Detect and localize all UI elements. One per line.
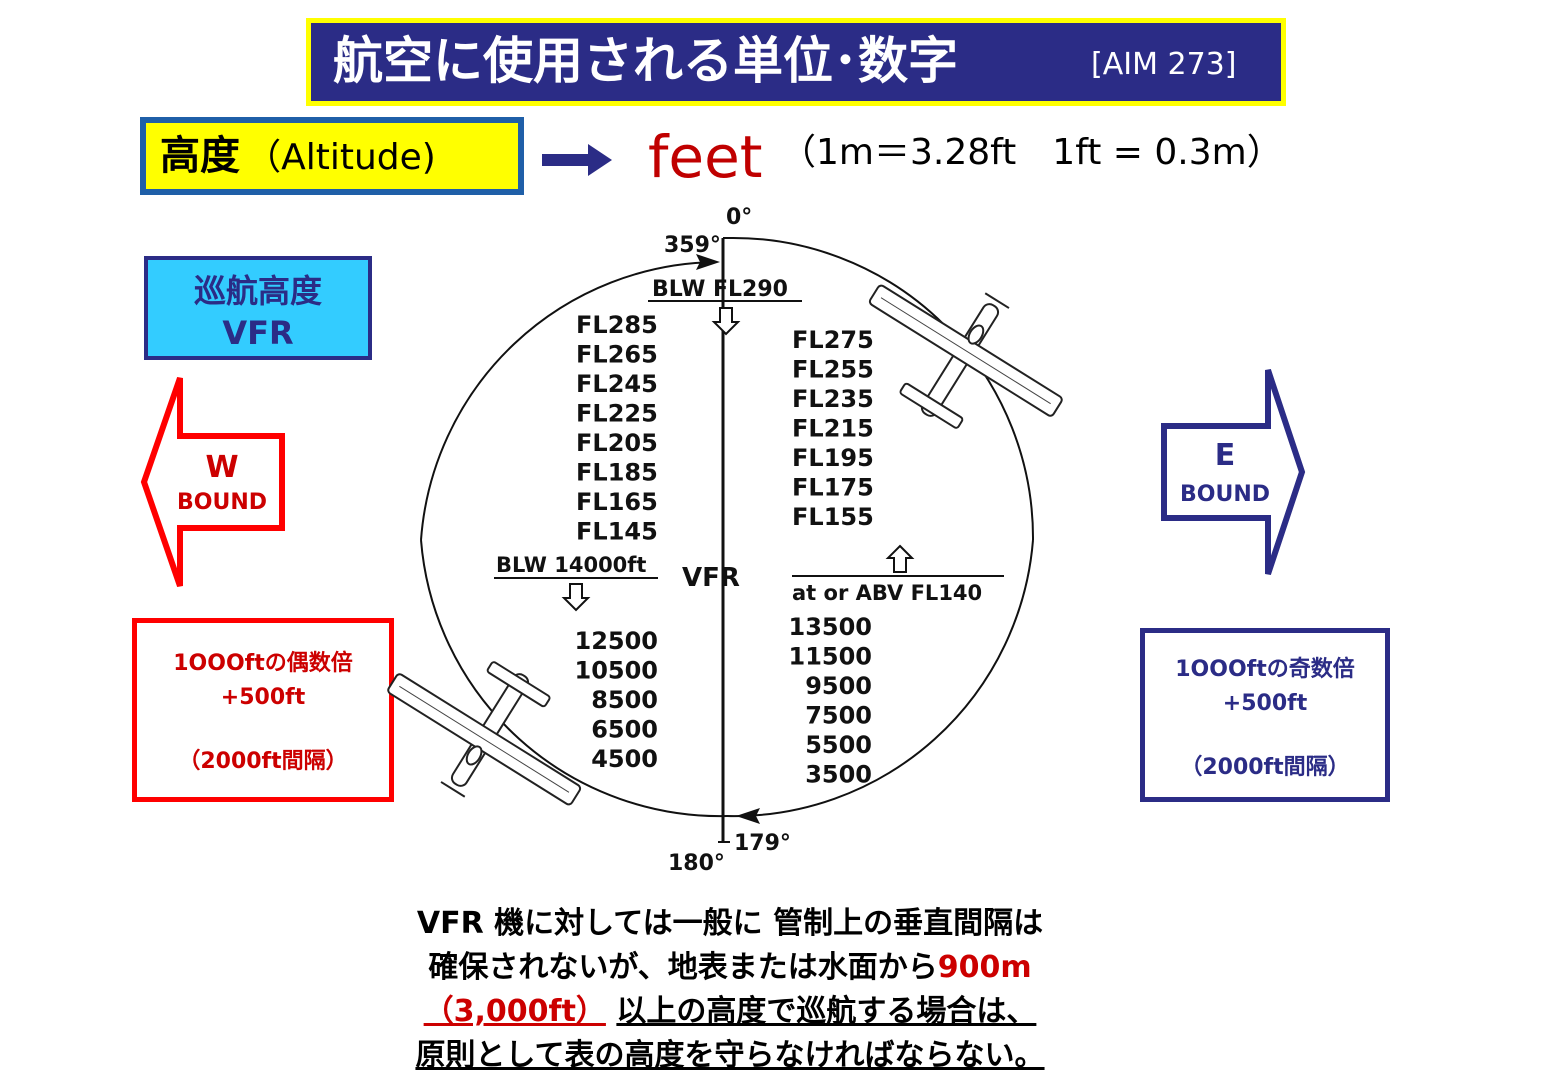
center-vfr-label: VFR	[682, 563, 740, 593]
west-bound-arrow-icon	[140, 377, 285, 587]
altitude-west-high-0: FL285	[576, 311, 658, 339]
note-line-3: （3,000ft） 以上の高度で巡航する場合は、	[250, 990, 1210, 1034]
cruise-altitude-title: 巡航高度	[193, 272, 322, 310]
east-rule-odd: 1OOOftの奇数倍	[1175, 657, 1355, 682]
heading-179: 179°	[734, 831, 791, 856]
altitude-east-low-4: 5500	[805, 731, 872, 759]
east-rule-plus: +500ft	[1222, 691, 1308, 716]
note-line-3-3000ft: （3,000ft）	[423, 994, 606, 1029]
altitude-west-high-2: FL245	[576, 370, 658, 398]
aim-reference: [AIM 273]	[1091, 47, 1237, 82]
altitude-west-low-1: 10500	[575, 657, 659, 685]
altitude-east-high-0: FL275	[792, 326, 874, 354]
page-title: 航空に使用される単位･数字	[333, 32, 958, 90]
altitude-west-low-2: 8500	[591, 686, 658, 714]
altitude-east-low-3: 7500	[805, 702, 872, 730]
west-rule-plus: +500ft	[220, 685, 306, 710]
altitude-unit: feet	[648, 123, 763, 191]
west-direction: W	[205, 450, 239, 485]
altitude-east-high-1: FL255	[792, 356, 874, 384]
altitude-west-high-5: FL185	[576, 459, 658, 487]
heading-359: 359°	[664, 233, 721, 258]
vfr-altitude-diagram: 0° 359° 179° 180° BLW FL290 FL285FL265FL…	[387, 205, 1063, 876]
altitude-west-low-4: 4500	[591, 745, 658, 773]
down-arrow-icon	[711, 307, 741, 336]
east-rule-box: 1OOOftの奇数倍 +500ft （2000ft間隔）	[1140, 628, 1390, 802]
title-banner: 航空に使用される単位･数字 [AIM 273]	[306, 18, 1286, 106]
down-arrow-icon	[561, 583, 591, 612]
altitude-west-high-1: FL265	[576, 341, 658, 369]
altitude-east-high-6: FL155	[792, 503, 874, 531]
east-bound-arrow-icon	[1161, 369, 1306, 575]
label-blw-fl290: BLW FL290	[652, 277, 788, 302]
note-line-2-text: 確保されないが、地表または水面から	[428, 950, 938, 985]
heading-arrow-179-icon	[736, 808, 760, 824]
cruise-altitude-box: 巡航高度 VFR	[144, 256, 372, 360]
west-rule-box: 1OOOftの偶数倍 +500ft （2000ft間隔）	[132, 618, 394, 802]
altitude-label-kanji: 高度	[160, 133, 240, 179]
altitude-east-high-5: FL175	[792, 474, 874, 502]
compass-arc-sw	[420, 539, 728, 818]
east-bound-label: BOUND	[1179, 482, 1270, 507]
altitude-east-low-0: 13500	[789, 613, 873, 641]
heading-0: 0°	[726, 205, 752, 230]
east-direction: E	[1214, 438, 1236, 473]
west-bound-label: BOUND	[176, 490, 267, 515]
note-line-2: 確保されないが、地表または水面から900m	[250, 946, 1210, 990]
west-rule-interval: （2000ft間隔）	[178, 749, 348, 774]
cruise-altitude-vfr: VFR	[222, 314, 294, 352]
altitude-west-low-0: 12500	[575, 627, 659, 655]
altitude-east-low-1: 11500	[789, 643, 873, 671]
altitude-east-low-2: 9500	[805, 672, 872, 700]
altitude-label-english: （Altitude)	[245, 137, 436, 178]
right-arrow-icon	[542, 144, 612, 176]
vfr-note: VFR 機に対しては一般に 管制上の垂直間隔は 確保されないが、地表または水面か…	[250, 902, 1210, 1078]
altitude-east-high-3: FL215	[792, 415, 874, 443]
altitude-west-high-4: FL205	[576, 429, 658, 457]
heading-arrow-359-icon	[696, 254, 720, 270]
compass-arc-nw	[420, 261, 717, 541]
altitude-west-high-3: FL225	[576, 400, 658, 428]
note-line-1: VFR 機に対しては一般に 管制上の垂直間隔は	[416, 906, 1044, 941]
altitude-east-low-5: 3500	[805, 761, 872, 789]
airplane-sw-icon	[387, 661, 582, 806]
altitude-east-high-4: FL195	[792, 444, 874, 472]
airplane-ne-icon	[868, 284, 1063, 429]
up-arrow-icon	[885, 544, 915, 573]
east-rule-interval: （2000ft間隔）	[1180, 755, 1350, 780]
label-blw-14000: BLW 14000ft	[496, 553, 646, 577]
altitude-label: 高度 （Altitude)	[160, 132, 436, 188]
note-line-3-text: 以上の高度で巡航する場合は、	[616, 994, 1037, 1029]
altitude-east-high-2: FL235	[792, 385, 874, 413]
label-abv-fl140: at or ABV FL140	[792, 581, 982, 605]
compass-arc-se	[726, 539, 1034, 818]
altitude-west-high-6: FL165	[576, 488, 658, 516]
altitude-west-low-3: 6500	[591, 716, 658, 744]
west-rule-even: 1OOOftの偶数倍	[173, 651, 353, 676]
altitude-west-high-7: FL145	[576, 518, 658, 546]
unit-conversion: （1m＝3.28ft 1ft = 0.3m）	[780, 132, 1283, 173]
note-line-2-900m: 900m	[937, 950, 1032, 985]
altitude-box: 高度 （Altitude)	[140, 117, 524, 195]
heading-180: 180°	[668, 851, 725, 876]
note-line-4: 原則として表の高度を守らなければならない。	[415, 1038, 1045, 1073]
